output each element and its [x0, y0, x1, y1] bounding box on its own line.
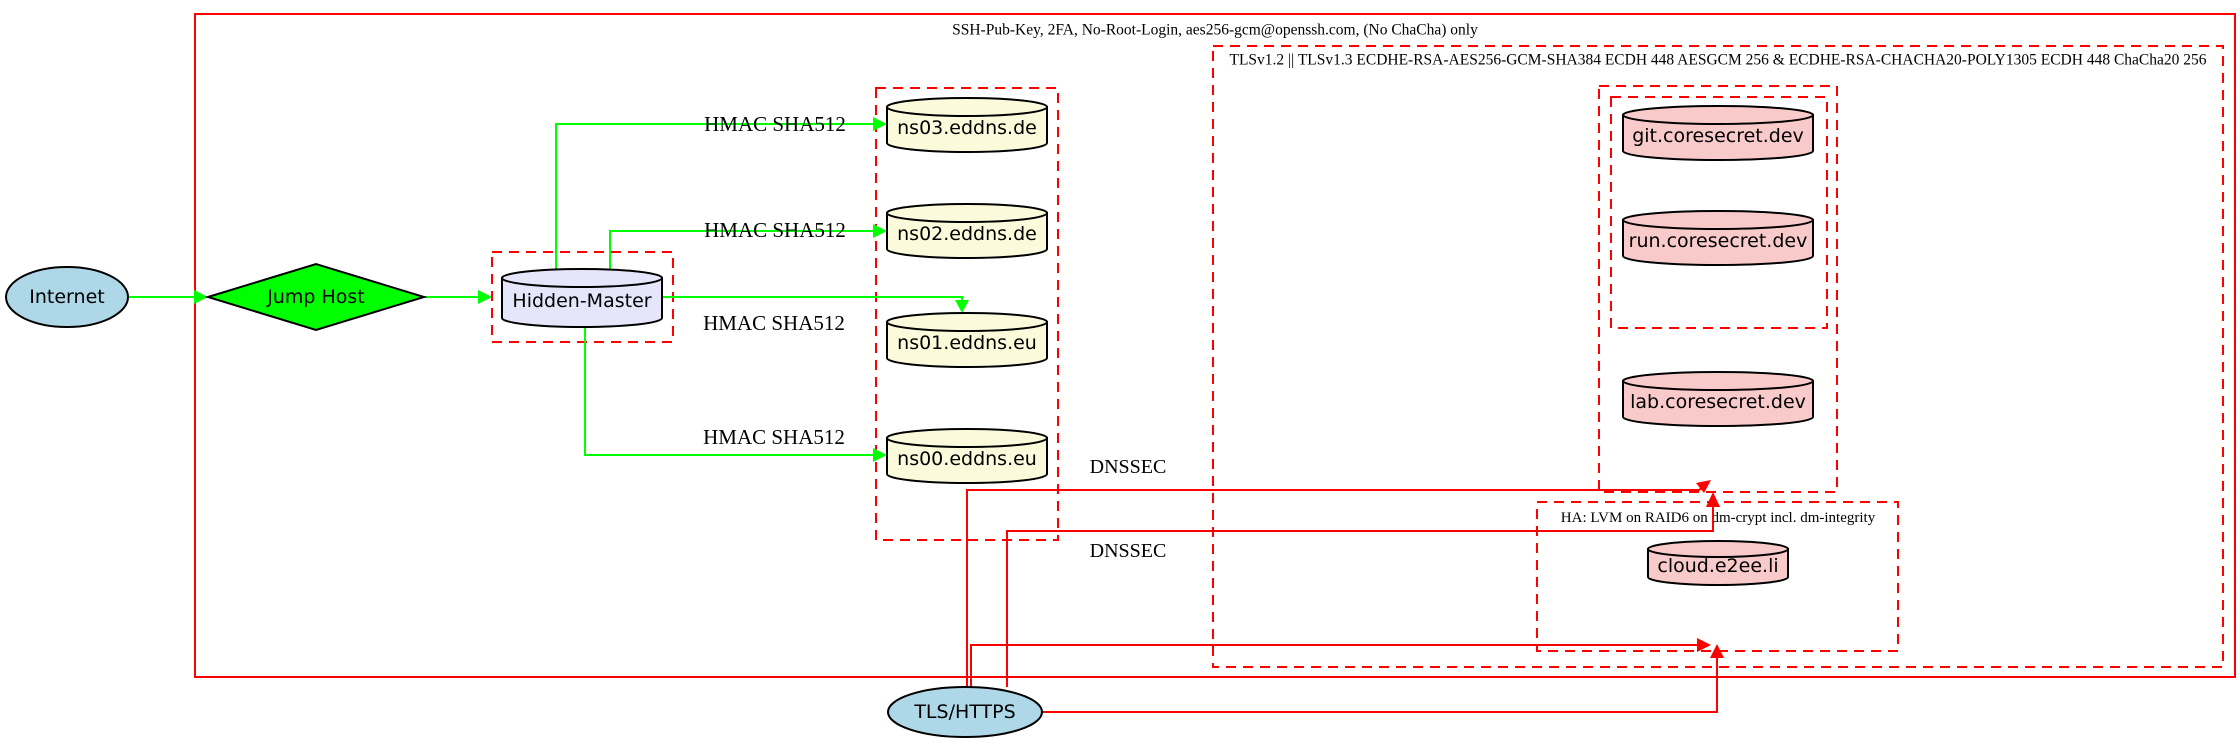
- ns03-node: ns03.eddns.de: [886, 97, 1048, 153]
- jump-host-label: Jump Host: [266, 286, 365, 308]
- lab-cylinder-lid: [1622, 371, 1814, 391]
- ns02-cylinder-lid: [886, 203, 1048, 223]
- git-node: git.coresecret.dev: [1622, 105, 1814, 161]
- hmac-label-ns03: HMAC SHA512: [704, 112, 846, 136]
- ns01-node: ns01.eddns.eu: [886, 312, 1048, 368]
- hmac-label-ns00: HMAC SHA512: [703, 425, 845, 449]
- ns00-label: ns00.eddns.eu: [897, 448, 1037, 470]
- internet-label: Internet: [29, 286, 104, 308]
- tls-cluster: TLSv1.2 || TLSv1.3 ECDHE-RSA-AES256-GCM-…: [1212, 45, 2224, 668]
- arrowhead-ns00: [873, 448, 887, 462]
- git-cylinder-lid: [1622, 105, 1814, 125]
- ns01-cylinder-lid: [886, 312, 1048, 332]
- red-edges: [966, 480, 1724, 713]
- hidden-master-node: Hidden-Master: [501, 268, 663, 328]
- arrowhead-tlshttps-ha: [1710, 644, 1724, 658]
- arrowhead-tlshttps-cloud: [1697, 638, 1711, 652]
- arrowhead-ns03: [873, 117, 887, 131]
- jump-host-diamond: [204, 262, 428, 332]
- edge-hiddenmaster-ns03: [555, 123, 873, 269]
- arrowhead-jumphost-hiddenmaster: [478, 290, 492, 304]
- edge-dnssec-ha: [1006, 505, 1714, 687]
- tls-cluster-title: TLSv1.2 || TLSv1.3 ECDHE-RSA-AES256-GCM-…: [1229, 52, 2206, 69]
- ns03-cylinder: [886, 106, 1048, 153]
- ns03-cylinder-lid: [886, 97, 1048, 117]
- dnssec-label-2: DNSSEC: [1090, 540, 1167, 562]
- tls-https-node: TLS/HTTPS: [887, 686, 1043, 738]
- ns02-label: ns02.eddns.de: [897, 223, 1037, 245]
- security-boundary-box: [194, 13, 2236, 678]
- tls-https-label: TLS/HTTPS: [913, 701, 1015, 723]
- cloud-node: cloud.e2ee.li: [1647, 540, 1789, 586]
- hidden-master-cylinder: [501, 277, 663, 328]
- coresecret-outer-cluster-box: [1598, 85, 1838, 493]
- security-boundary-cluster: SSH-Pub-Key, 2FA, No-Root-Login, aes256-…: [194, 13, 2236, 678]
- git-cylinder: [1622, 114, 1814, 161]
- green-edges: [128, 117, 969, 462]
- run-cylinder-lid: [1622, 210, 1814, 230]
- tls-https-ellipse: [887, 686, 1043, 738]
- ns03-label: ns03.eddns.de: [897, 117, 1037, 139]
- run-cylinder: [1622, 219, 1814, 266]
- coresecret-inner-cluster-box: [1610, 96, 1828, 329]
- ha-cluster: HA: LVM on RAID6 on dm-crypt incl. dm-in…: [1536, 501, 1899, 652]
- hidden-master-cylinder-lid: [501, 268, 663, 288]
- lab-cylinder: [1622, 380, 1814, 427]
- hmac-label-ns01: HMAC SHA512: [703, 311, 845, 335]
- arrowhead-dnssec-ha: [1706, 492, 1720, 507]
- git-label: git.coresecret.dev: [1632, 125, 1804, 147]
- arrowhead-dnssec-coresecret: [1696, 480, 1711, 493]
- jump-host-node: Jump Host: [204, 262, 428, 332]
- hmac-label-ns02: HMAC SHA512: [704, 218, 846, 242]
- edge-tlshttps-ha: [1042, 658, 1718, 713]
- internet-node: Internet: [5, 266, 129, 328]
- lab-node: lab.coresecret.dev: [1622, 371, 1814, 427]
- ns01-label: ns01.eddns.eu: [897, 332, 1037, 354]
- arrowhead-ns01: [955, 300, 969, 313]
- ns00-cylinder-lid: [886, 428, 1048, 448]
- cloud-cylinder-lid: [1647, 540, 1789, 558]
- arrowhead-internet-jumphost: [194, 290, 208, 304]
- ns00-node: ns00.eddns.eu: [886, 428, 1048, 484]
- run-node: run.coresecret.dev: [1622, 210, 1814, 266]
- cloud-label: cloud.e2ee.li: [1657, 555, 1778, 577]
- edge-labels: HMAC SHA512 HMAC SHA512 HMAC SHA512 HMAC…: [703, 112, 1166, 562]
- edge-hiddenmaster-ns01: [663, 296, 963, 301]
- lab-label: lab.coresecret.dev: [1630, 391, 1806, 413]
- cloud-cylinder: [1647, 548, 1789, 586]
- internet-ellipse: [5, 266, 129, 328]
- ns02-node: ns02.eddns.de: [886, 203, 1048, 259]
- edge-hiddenmaster-ns02: [609, 230, 873, 269]
- run-label: run.coresecret.dev: [1629, 230, 1808, 252]
- dnssec-label-1: DNSSEC: [1090, 456, 1167, 478]
- nameserver-cluster-box: [875, 87, 1059, 541]
- hidden-master-label: Hidden-Master: [512, 290, 651, 312]
- ns01-cylinder: [886, 321, 1048, 368]
- ns00-cylinder: [886, 437, 1048, 484]
- ha-cluster-title: HA: LVM on RAID6 on dm-crypt incl. dm-in…: [1561, 510, 1876, 526]
- security-boundary-title: SSH-Pub-Key, 2FA, No-Root-Login, aes256-…: [952, 22, 1478, 39]
- edge-tlshttps-cloud: [970, 644, 1697, 687]
- ns02-cylinder: [886, 212, 1048, 259]
- edge-hiddenmaster-ns00: [584, 327, 873, 456]
- arrowhead-ns02: [873, 224, 887, 238]
